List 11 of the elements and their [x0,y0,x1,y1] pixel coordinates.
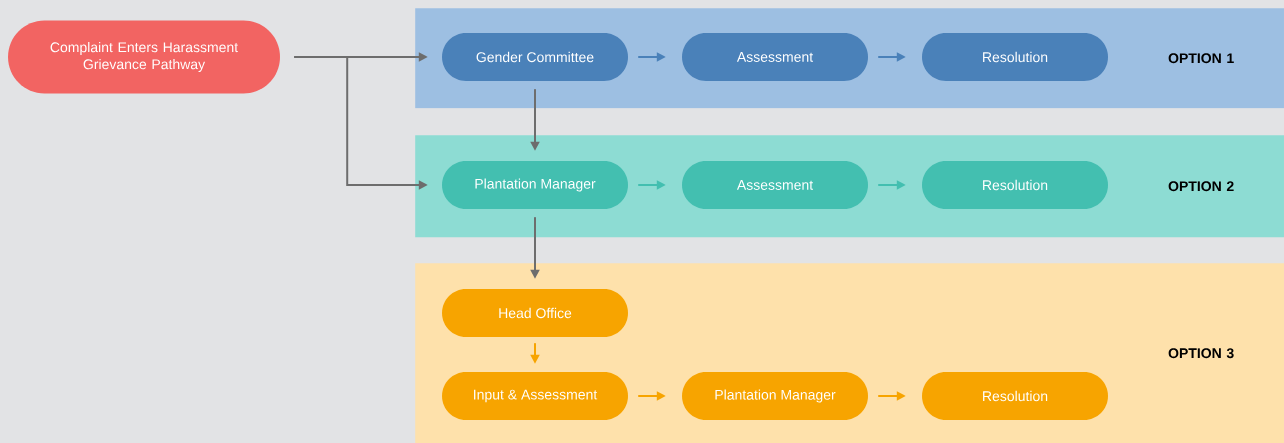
step-pill: Head Office [442,289,628,337]
step-pill: Plantation Manager [442,161,628,209]
step-pill: Assessment [682,161,868,209]
step-pill: Input & Assessment [442,372,628,420]
step-pill: Gender Committee [442,33,628,81]
step-pill: Assessment [682,33,868,81]
start-pill: Complaint Enters Harassment Grievance Pathway [8,20,280,94]
step-pill: Resolution [922,33,1108,81]
step-pill: Plantation Manager [682,372,868,420]
step-pill: Resolution [922,372,1108,420]
step-pill: Resolution [922,161,1108,209]
